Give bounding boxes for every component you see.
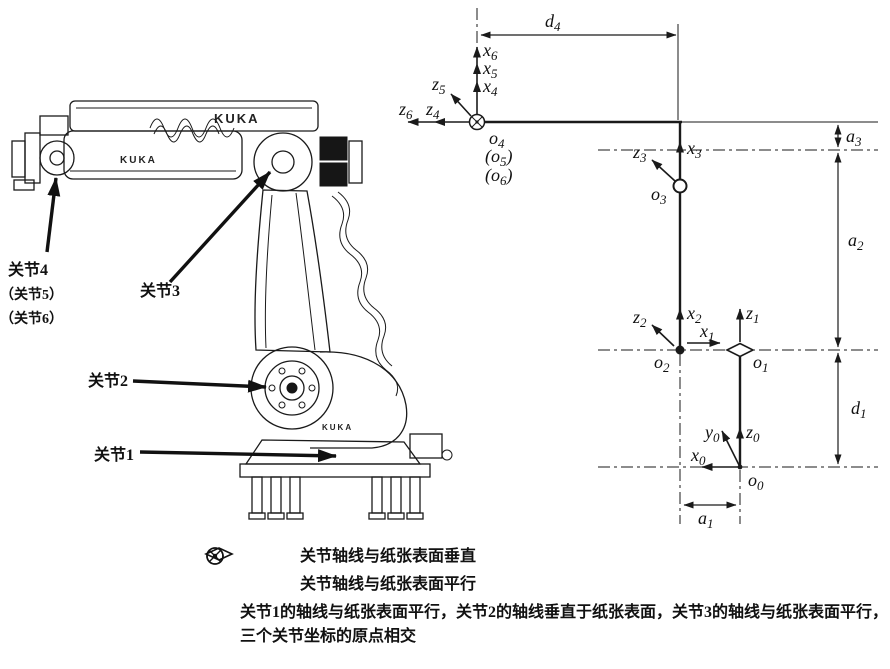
legend: 关节轴线与纸张表面垂直 关节轴线与纸张表面平行 关节1的轴线与纸张表面平行，关节… [204, 545, 888, 653]
label-x0: x0 [690, 445, 706, 468]
label-x2: x2 [686, 303, 702, 326]
robot-forearm: KUKA KUKA [63, 100, 319, 180]
label-x4: x4 [482, 76, 498, 99]
frame-o1: z1 o1 [725, 303, 769, 375]
label-o0: o0 [748, 470, 764, 493]
robot-elbow [253, 132, 363, 192]
label-z6: z6 [398, 99, 413, 122]
frame-o2: x2 z2 x1 o2 [632, 303, 721, 375]
label-joint5: （关节5） [0, 286, 63, 303]
dimension-lines: d4 a3 a2 d1 a1 [480, 11, 867, 531]
legend-row-perpendicular: 关节轴线与纸张表面垂直 [204, 545, 888, 569]
kuka-logo-top: KUKA [214, 111, 260, 126]
label-x3: x3 [686, 138, 702, 161]
legend-row-combined: 关节1的轴线与纸张表面平行，关节2的轴线垂直于纸张表面，关节3的轴线与纸张表面平… [204, 547, 889, 649]
kuka-logo-base: KUKA [322, 423, 353, 432]
legend-text-perpendicular: 关节轴线与纸张表面垂直 [300, 548, 477, 565]
joint-callouts: 关节4 （关节5） （关节6） 关节3 关节2 关节1 [0, 170, 337, 464]
label-o5: (o5) [485, 146, 513, 169]
robot-wrist [11, 115, 75, 191]
label-a2: a2 [848, 230, 864, 253]
label-joint6: （关节6） [0, 310, 63, 327]
label-joint3: 关节3 [140, 281, 180, 300]
label-o2: o2 [654, 352, 670, 375]
label-a1: a1 [698, 508, 714, 531]
link-lines [477, 24, 878, 465]
label-z2: z2 [632, 307, 647, 330]
robot-base [239, 433, 453, 520]
label-o1: o1 [753, 352, 769, 375]
diagram-svg: KUKA KUKA [0, 8, 878, 531]
label-z1: z1 [745, 303, 760, 326]
label-a3: a3 [846, 126, 862, 149]
frame-o3: x3 z3 o3 [632, 138, 702, 207]
robot-illustration: KUKA KUKA [11, 100, 453, 520]
label-o4: o4 [489, 128, 505, 151]
label-o3: o3 [651, 184, 667, 207]
label-joint4: 关节4 [8, 260, 48, 279]
legend-row-parallel: 关节轴线与纸张表面平行 [204, 547, 888, 597]
kuka-logo-arm: KUKA [120, 155, 157, 166]
label-d1: d1 [851, 398, 867, 421]
label-x5: x5 [482, 58, 498, 81]
label-z4: z4 [425, 99, 440, 122]
axis-parallel-symbol-icon [204, 547, 240, 575]
label-z0: z0 [745, 422, 760, 445]
robot-boom [254, 189, 331, 353]
label-y0: y0 [703, 422, 720, 445]
frame-o0: y0 z0 x0 o0 [690, 422, 764, 493]
joint1-axis-symbol-icon [725, 342, 755, 358]
legend-text-combined: 关节1的轴线与纸张表面平行，关节2的轴线垂直于纸张表面，关节3的轴线与纸张表面平… [240, 604, 889, 645]
label-joint2: 关节2 [88, 371, 128, 390]
legend-text-parallel: 关节轴线与纸张表面平行 [300, 576, 477, 593]
kinematic-diagram: d4 a3 a2 d1 a1 x6 x5 x4 z5 z6 z4 o4 (o5) [398, 8, 878, 531]
joint3-origin-icon [672, 178, 688, 194]
label-z5: z5 [431, 74, 446, 97]
label-o6: (o6) [485, 165, 513, 188]
frame-o4: x6 x5 x4 z5 z6 z4 o4 (o5) (o6) [398, 40, 513, 188]
axis-combined-symbol-icon [204, 547, 240, 603]
label-x1: x1 [699, 321, 715, 344]
joint2-origin-icon [675, 345, 685, 355]
robot-body: KUKA [310, 191, 408, 449]
label-joint1: 关节1 [94, 445, 134, 464]
label-z3: z3 [632, 142, 647, 165]
label-x6: x6 [482, 40, 498, 63]
label-d4: d4 [545, 11, 561, 34]
